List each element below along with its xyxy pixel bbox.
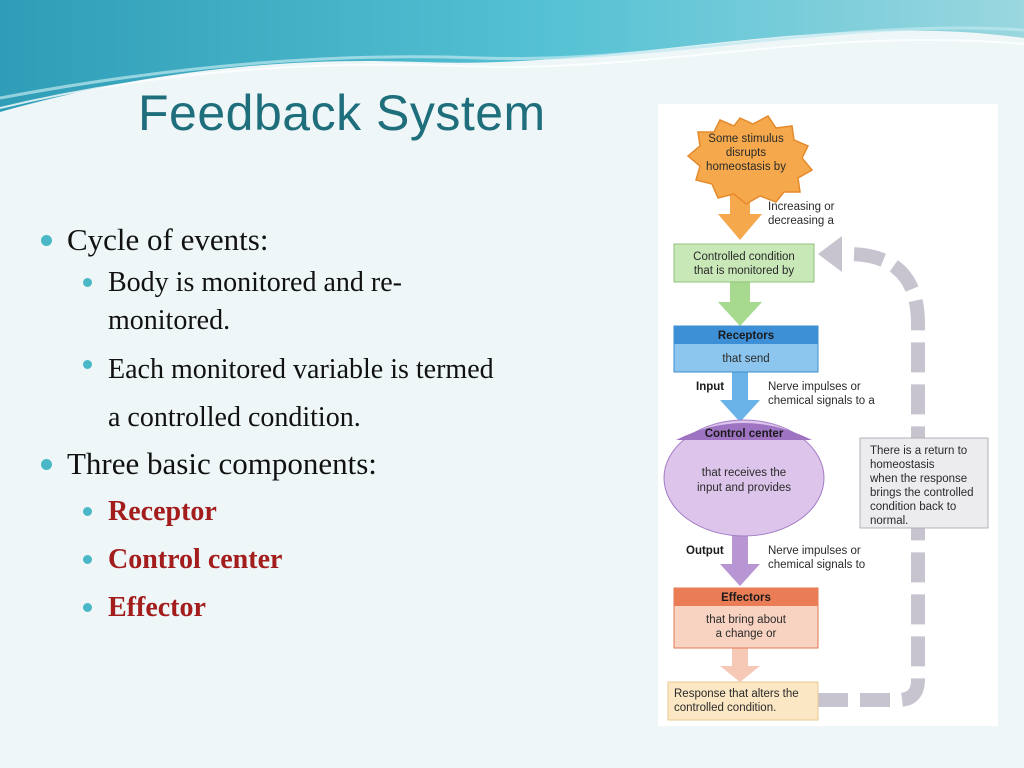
sub-bullet-control-center: Control center (36, 536, 636, 584)
effector-arrow (720, 648, 760, 682)
receptors-header (674, 326, 818, 344)
input-note-line-1: Nerve impulses or (768, 381, 861, 393)
sub-bullet-line: Each monitored variable is termed (108, 354, 494, 385)
effectors-line-1: that bring about (706, 614, 787, 626)
condition-arrow (718, 280, 762, 326)
stimulus-burst (686, 115, 814, 205)
bullet-cycle-of-events: Cycle of events: (36, 222, 636, 258)
return-note-line-4: brings the controlled (870, 487, 974, 499)
input-note-line-2: chemical signals to a (768, 395, 875, 407)
return-note-line-5: condition back to (870, 501, 956, 513)
sub-bullet-line: monitored. (108, 305, 231, 336)
return-note-line-1: There is a return to (870, 445, 967, 457)
header-wave-decoration (0, 0, 1024, 112)
stimulus-line-3: homeostasis by (706, 161, 786, 173)
return-note-box (859, 437, 989, 529)
response-box (667, 681, 819, 721)
control-center-header (676, 423, 812, 440)
increase-note-line-2: decreasing a (768, 215, 834, 227)
return-note-line-6: normal. (870, 515, 908, 527)
bullet-three-components: Three basic components: (36, 446, 636, 482)
sub-bullet-receptor: Receptor (36, 488, 636, 536)
return-loop-arrow (818, 247, 925, 707)
output-label: Output (686, 545, 724, 557)
return-arrowhead (818, 236, 842, 272)
control-center-ellipse (663, 419, 825, 537)
input-label: Input (696, 381, 724, 393)
output-note-line-1: Nerve impulses or (768, 545, 861, 557)
stimulus-arrow (718, 190, 762, 240)
effectors-title: Effectors (721, 592, 771, 604)
control-center-line-1: that receives the (702, 467, 786, 479)
sub-bullet-effector: Effector (36, 584, 636, 632)
stimulus-line-1: Some stimulus (708, 133, 784, 145)
response-line-2: controlled condition. (674, 702, 776, 714)
control-center-line-2: input and provides (697, 482, 791, 494)
feedback-loop-diagram: Some stimulus disrupts homeostasis by In… (658, 104, 998, 726)
sub-bullet-line: Body is monitored and re- (108, 267, 402, 298)
output-arrow (720, 532, 760, 586)
controlled-condition-line-2: that is monitored by (694, 265, 795, 277)
return-note-line-3: when the response (869, 473, 967, 485)
bullet-list: Cycle of events: Body is monitored and r… (36, 222, 636, 632)
effectors-header (674, 588, 818, 606)
sub-bullet-body-monitored: Body is monitored and re- monitored. (36, 264, 636, 340)
output-note-line-2: chemical signals to (768, 559, 865, 571)
controlled-condition-line-1: Controlled condition (693, 251, 795, 263)
increase-note-line-1: Increasing or (768, 201, 835, 213)
input-arrow (720, 372, 760, 422)
control-center-title: Control center (705, 428, 784, 440)
stimulus-line-2: disrupts (726, 147, 767, 159)
receptors-sub: that send (722, 353, 769, 365)
effectors-line-2: a change or (716, 628, 777, 640)
sub-bullet-controlled-condition: Each monitored variable is termed a cont… (36, 346, 636, 442)
sub-bullet-line: a controlled condition. (108, 402, 361, 433)
slide-title: Feedback System (138, 85, 546, 141)
receptors-title: Receptors (718, 330, 774, 342)
response-line-1: Response that alters the (674, 688, 799, 700)
return-note-line-2: homeostasis (870, 459, 935, 471)
controlled-condition-box (673, 243, 815, 283)
